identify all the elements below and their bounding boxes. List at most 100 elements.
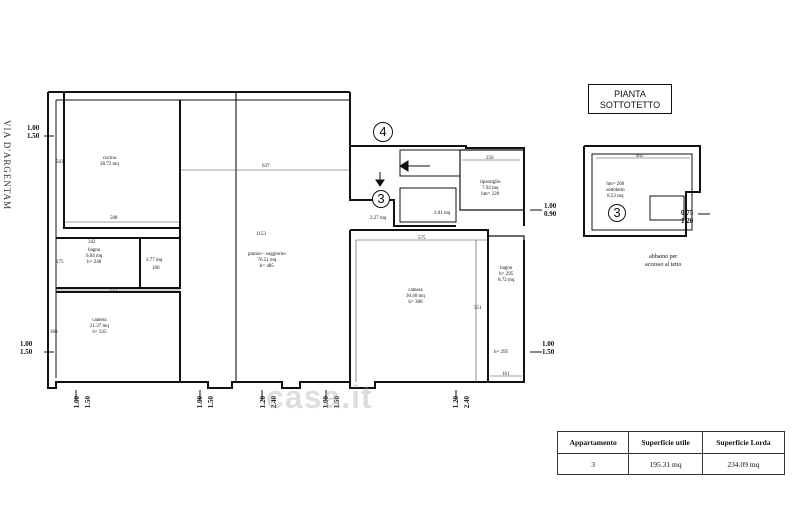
bagno2-wall [488, 235, 525, 382]
room-area: 30.40 mq [406, 294, 425, 299]
room-area: 76.51 mq [257, 258, 277, 263]
dormer-note-line1: abbaino per [649, 254, 678, 260]
street-name: VIA D'ARGENTAM [2, 120, 12, 211]
dim-sottotetto-w: 402 [636, 154, 644, 159]
level-value: 0.90 [544, 210, 557, 218]
outer-wall [47, 92, 525, 389]
ripostiglio-wall [459, 149, 525, 211]
room-camera2: camera 30.40 mq h= 380 [406, 288, 425, 306]
room-name: sottotetto [606, 188, 625, 193]
room-name: ripostiglio [480, 180, 501, 185]
camera2-wall [350, 229, 489, 382]
room-height: hm= 200 [606, 182, 625, 187]
plan-title-line1: PIANTA [614, 89, 646, 99]
dim-ripostiglio-w: 250 [486, 156, 494, 161]
room-height: h= 325 [92, 330, 107, 335]
room-height: h= 295 [499, 272, 514, 277]
level-bottom-3: 1.00 [196, 396, 204, 409]
watermark: casa.it [266, 379, 373, 415]
table-header-row: Appartamento Superficie utile Superficie… [556, 431, 786, 454]
stair-marker-lower: 3 [372, 190, 390, 208]
cucina-wall [63, 92, 181, 229]
level-bottom-10: 2.40 [463, 396, 471, 409]
stair-steps-lower [399, 187, 457, 223]
bagno1-wall [56, 237, 181, 289]
stair-marker-upper: 4 [373, 122, 393, 142]
header-appartamento: Appartamento [556, 431, 630, 454]
level-value: 1.50 [27, 132, 40, 140]
stair-wall [349, 146, 456, 227]
attic-inner [591, 153, 693, 231]
level-value: 0.75 [681, 209, 694, 217]
walls [47, 91, 701, 389]
level-left-bottom: 1.00 1.50 [20, 340, 32, 356]
stair-steps [399, 149, 461, 177]
dim-bagno2-w: 161 [502, 372, 510, 377]
room-area: 21.37 mq [90, 324, 109, 329]
dim-camera2-w: 575 [418, 236, 426, 241]
room-bagno2-height2: h= 295 [494, 350, 509, 355]
dimension-lines [56, 100, 690, 382]
room-bagno1: bagno 6.04 mq h= 240 [86, 248, 102, 266]
level-right-bottom: 1.00 1.50 [542, 340, 554, 356]
header-superficie-lorda: Superficie Lorda [701, 431, 786, 454]
level-value: 1.00 [542, 340, 555, 348]
attic-stair [649, 195, 685, 221]
dormer-note: abbaino per accesso al tetto [645, 253, 681, 269]
dim-camera2-h: 551 [474, 306, 482, 311]
room-name: camera [92, 318, 107, 323]
room-height: h= 240 [87, 260, 102, 265]
level-bottom-2: 1.50 [84, 396, 92, 409]
dim-bagno1-small: 160 [152, 266, 160, 271]
level-value: 1.50 [20, 348, 33, 356]
level-attic: 0.75 1.20 [681, 209, 693, 225]
level-bottom-9: 1.20 [452, 396, 460, 409]
attic-stair-marker: 3 [608, 204, 626, 222]
room-name: bagno [88, 248, 101, 253]
level-value: 1.50 [542, 348, 555, 356]
dim-cucina-h: 563 [56, 160, 64, 165]
room-height: hm= 220 [481, 192, 500, 197]
room-name: bagno [500, 266, 513, 271]
room-area: 8.72 mq [498, 278, 515, 283]
room-height: h= 380 [408, 300, 423, 305]
room-camera1: camera 21.37 mq h= 325 [90, 318, 109, 336]
level-value: 1.00 [20, 340, 33, 348]
room-name: pranzo - soggiorno [248, 252, 286, 257]
stair-small-area: 2.01 mq [434, 211, 451, 216]
cell-superficie-utile: 195.31 mq [628, 453, 703, 475]
room-cucina: cucina 28.72 mq [100, 156, 119, 168]
level-left-top: 1.00 1.50 [27, 124, 39, 140]
dim-bagno1-w: 342 [88, 240, 96, 245]
room-name: cucina [102, 156, 116, 161]
header-superficie-utile: Superficie utile [628, 431, 703, 454]
room-pranzo: pranzo - soggiorno 76.51 mq h= 485 [248, 252, 286, 270]
stair-arrows [375, 160, 430, 187]
dim-pranzo-v: 1153 [256, 232, 266, 237]
room-name: camera [408, 288, 423, 293]
room-sottotetto: hm= 200 sottotetto 8.53 mq [606, 182, 625, 200]
room-bagno1-small: 2.77 mq [146, 258, 163, 263]
room-height: h= 485 [259, 264, 274, 269]
room-area: 7.92 mq [482, 186, 499, 191]
room-area: 28.72 mq [100, 162, 119, 167]
level-right-top: 1.00 0.90 [544, 202, 556, 218]
level-bottom-4: 1.50 [207, 396, 215, 409]
level-value: 1.20 [681, 217, 694, 225]
dim-camera1-w: 513 [110, 290, 118, 295]
room-area: 8.53 mq [607, 194, 624, 199]
dormer-note-line2: accesso al tetto [645, 262, 682, 268]
level-value: 1.00 [544, 202, 557, 210]
table-row: 3 195.31 mq 234.09 mq [556, 453, 786, 475]
landing-area: 2.27 mq [370, 216, 387, 221]
surface-summary-table: Appartamento Superficie utile Superficie… [556, 431, 786, 475]
plan-title: PIANTA SOTTOTETTO [588, 84, 672, 114]
dim-bagno1-h: 175 [56, 260, 64, 265]
plan-title-line2: SOTTOTETTO [599, 100, 661, 110]
attic-wall [583, 145, 701, 237]
level-bottom-1: 1.00 [73, 396, 81, 409]
camera1-wall [56, 291, 181, 382]
dim-cucina-w: 508 [110, 216, 118, 221]
dim-camera1-h: 366 [50, 330, 58, 335]
